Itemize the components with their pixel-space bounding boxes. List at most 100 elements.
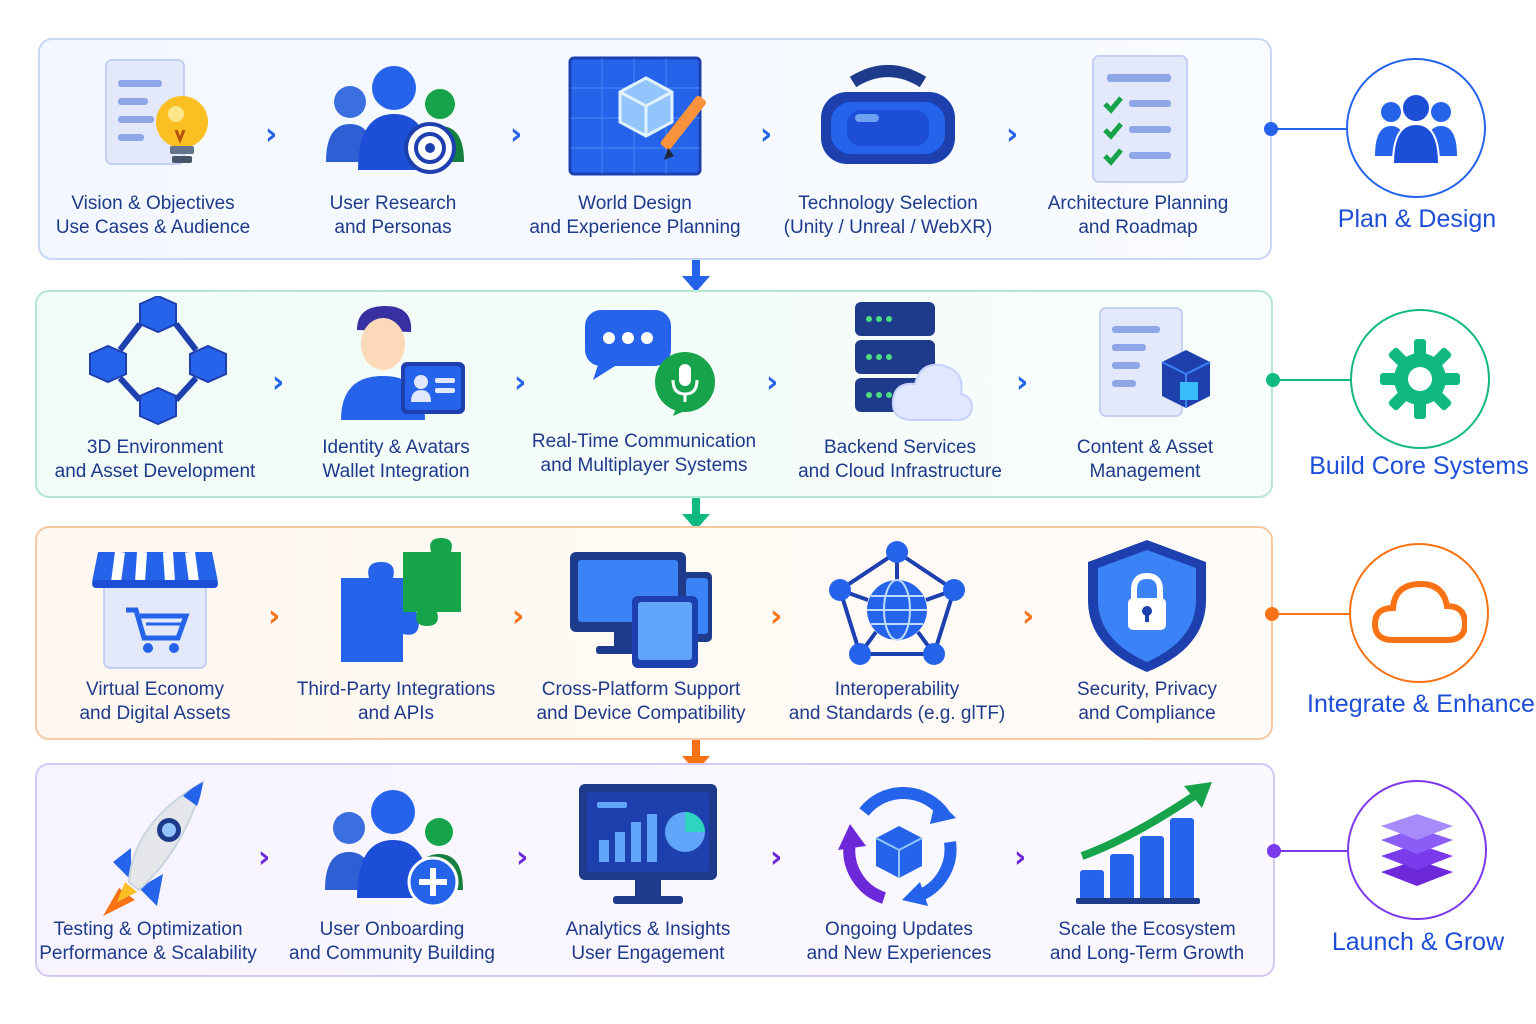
step-real-time-communication: Real-Time Communication and Multiplayer … <box>524 290 764 478</box>
shield-lock-icon <box>1088 540 1206 672</box>
connector-dot <box>1266 373 1280 387</box>
layers-icon <box>1381 814 1453 886</box>
analytics-monitor-icon <box>579 784 717 904</box>
step-3d-environment: 3D Environment and Asset Development <box>35 296 275 484</box>
chat-mic-icon <box>585 310 715 416</box>
step-title: Ongoing Updates <box>825 919 973 940</box>
arrow-down-icon <box>682 498 710 530</box>
chevron-right-icon: › <box>268 599 281 634</box>
step-architecture-planning: Architecture Planning and Roadmap <box>1018 52 1258 240</box>
step-title: Identity & Avatars <box>322 437 470 458</box>
phase-circle-plan-design <box>1346 58 1486 198</box>
phase-circle-build-core-systems <box>1350 309 1490 449</box>
chevron-right-icon: › <box>510 117 523 152</box>
phase-label: Integrate & Enhance <box>1307 690 1535 718</box>
step-user-onboarding: User Onboarding and Community Building <box>272 778 512 966</box>
step-subtitle: and Roadmap <box>1078 217 1198 238</box>
growth-chart-icon <box>1076 782 1212 904</box>
chevron-right-icon: › <box>512 599 525 634</box>
step-analytics-insights: Analytics & Insights User Engagement <box>528 778 768 966</box>
puzzle-icon <box>341 538 461 662</box>
gear-icon <box>1380 339 1460 419</box>
step-subtitle: Wallet Integration <box>322 461 470 482</box>
step-title: User Onboarding <box>319 919 465 940</box>
connector-dot <box>1264 122 1278 136</box>
step-title: Testing & Optimization <box>53 919 243 940</box>
checklist-icon <box>1092 55 1188 183</box>
phase-circle-integrate-enhance <box>1349 543 1489 683</box>
arrow-down-icon <box>682 260 710 292</box>
users-target-icon <box>326 66 464 174</box>
document-lightbulb-icon <box>105 59 208 165</box>
cycle-cube-icon <box>838 786 957 906</box>
phase-circle-launch-grow <box>1347 780 1487 920</box>
chevron-right-icon: › <box>1022 599 1035 634</box>
step-subtitle: and Personas <box>334 217 452 238</box>
step-title: Security, Privacy <box>1076 679 1218 700</box>
chevron-right-icon: › <box>258 840 271 875</box>
vr-headset-icon <box>821 65 955 164</box>
phase-label: Launch & Grow <box>1331 928 1505 956</box>
step-title: 3D Environment <box>86 437 224 458</box>
step-world-design: World Design and Experience Planning <box>515 52 755 240</box>
chevron-right-icon: › <box>516 840 529 875</box>
step-title: Architecture Planning <box>1047 193 1229 214</box>
step-title: Analytics & Insights <box>565 919 731 940</box>
chevron-right-icon: › <box>1016 365 1029 400</box>
step-technology-selection: Technology Selection (Unity / Unreal / W… <box>768 52 1008 240</box>
step-subtitle: and Experience Planning <box>529 217 741 238</box>
step-subtitle: and Digital Assets <box>79 703 231 724</box>
step-cross-platform-support: Cross-Platform Support and Device Compat… <box>521 538 761 726</box>
connector-dot <box>1267 844 1281 858</box>
step-subtitle: and Asset Development <box>54 461 256 482</box>
team-icon <box>1375 93 1457 165</box>
step-backend-services: Backend Services and Cloud Infrastructur… <box>780 296 1020 484</box>
step-subtitle: and Device Compatibility <box>536 703 746 724</box>
step-title: Content & Asset <box>1076 437 1214 458</box>
step-title: Interoperability <box>834 679 960 700</box>
server-cloud-icon <box>855 302 973 421</box>
step-subtitle: and Cloud Infrastructure <box>798 461 1002 482</box>
phase-label: Plan & Design <box>1337 205 1497 233</box>
step-subtitle: and Multiplayer Systems <box>540 455 748 476</box>
chevron-right-icon: › <box>272 365 285 400</box>
step-identity-avatars: Identity & Avatars Wallet Integration <box>276 296 516 484</box>
step-subtitle: and APIs <box>357 703 435 724</box>
globe-network-icon <box>829 541 965 665</box>
step-subtitle: and Long-Term Growth <box>1049 943 1245 964</box>
phase-label: Build Core Systems <box>1309 452 1529 480</box>
connector-dot <box>1265 607 1279 621</box>
step-testing-optimization: Testing & Optimization Performance & Sca… <box>28 778 268 966</box>
step-subtitle: (Unity / Unreal / WebXR) <box>783 217 993 238</box>
step-subtitle: User Engagement <box>571 943 725 964</box>
chevron-right-icon: › <box>1006 117 1019 152</box>
step-subtitle: and Compliance <box>1078 703 1216 724</box>
cubes-network-icon <box>89 296 227 426</box>
connector-line <box>1276 128 1346 130</box>
chevron-right-icon: › <box>514 365 527 400</box>
step-title: Virtual Economy <box>86 679 224 700</box>
document-cube-icon <box>1099 307 1211 417</box>
step-title: Backend Services <box>823 437 977 458</box>
step-title: World Design <box>578 193 692 214</box>
step-title: Technology Selection <box>798 193 978 214</box>
step-subtitle: and New Experiences <box>806 943 992 964</box>
step-subtitle: and Community Building <box>289 943 495 964</box>
step-title: Real-Time Communication <box>531 431 757 452</box>
step-subtitle: Use Cases & Audience <box>55 217 251 238</box>
storefront-cart-icon <box>92 551 218 669</box>
step-subtitle: Management <box>1089 461 1201 482</box>
connector-line <box>1277 613 1349 615</box>
connector-line <box>1279 850 1347 852</box>
step-third-party-integrations: Third-Party Integrations and APIs <box>276 538 516 726</box>
chevron-right-icon: › <box>760 117 773 152</box>
step-title: Third-Party Integrations <box>296 679 496 700</box>
step-subtitle: and Standards (e.g. glTF) <box>788 703 1006 724</box>
rocket-icon <box>103 779 205 916</box>
step-title: Vision & Objectives <box>71 193 235 214</box>
step-interoperability: Interoperability and Standards (e.g. glT… <box>777 538 1017 726</box>
step-subtitle: Performance & Scalability <box>39 943 257 964</box>
chevron-right-icon: › <box>766 365 779 400</box>
step-vision-objectives: Vision & Objectives Use Cases & Audience <box>33 52 273 240</box>
step-title: Cross-Platform Support <box>541 679 741 700</box>
